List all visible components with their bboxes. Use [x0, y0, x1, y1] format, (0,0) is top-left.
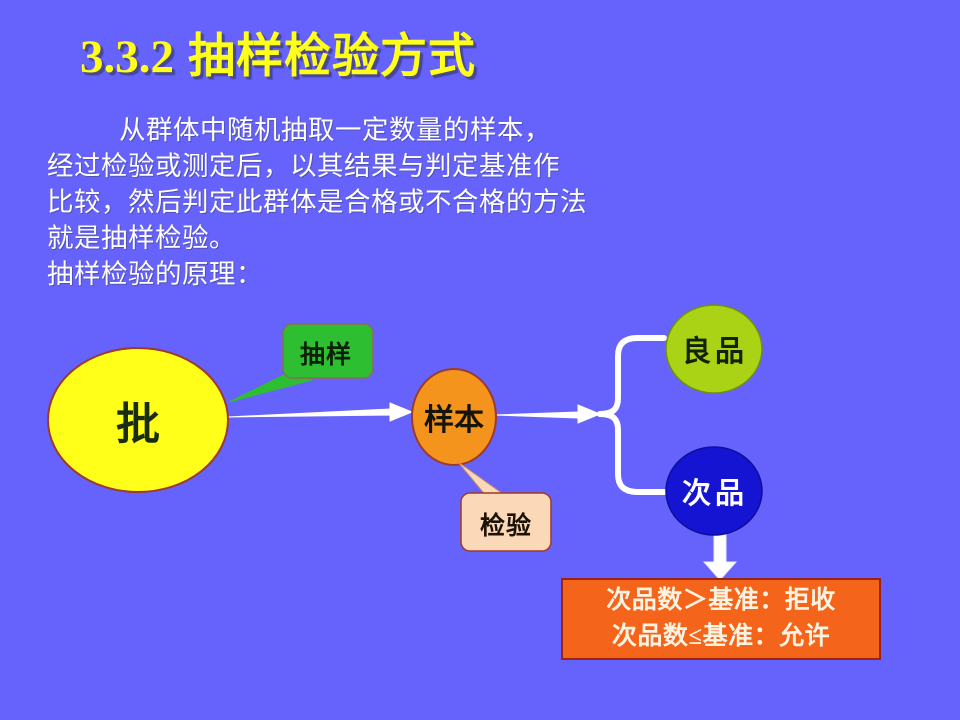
result-criteria-box[interactable]: 次品数＞基准：拒收 次品数≤基准：允许 [561, 578, 881, 660]
body-line-1: 从群体中随机抽取一定数量的样本， [119, 115, 551, 145]
result-line-accept: 次品数≤基准：允许 [611, 623, 831, 650]
connector-batch-to-sample-arrow [227, 402, 414, 422]
node-defect-ellipse[interactable] [665, 446, 763, 536]
body-line-3: 比较，然后判定此群体是合格或不合格的方法 [47, 187, 587, 217]
node-sample-ellipse[interactable] [411, 368, 497, 466]
body-line-4: 就是抽样检验。 [47, 223, 236, 253]
body-paragraph: 从群体中随机抽取一定数量的样本， 经过检验或测定后，以其结果与判定基准作 比较，… [47, 112, 777, 292]
body-line-5: 抽样检验的原理： [47, 259, 263, 289]
body-line-2: 经过检验或测定后，以其结果与判定基准作 [47, 151, 560, 181]
callout-inspection-box[interactable] [460, 492, 552, 552]
result-line-reject: 次品数＞基准：拒收 [606, 587, 836, 614]
connector-sample-to-brace-arrow [493, 404, 602, 424]
title-text: 抽样检验方式 [188, 31, 476, 83]
node-batch-ellipse[interactable] [47, 347, 229, 493]
connector-brace-split [597, 335, 667, 495]
title-number: 3.3.2 [80, 31, 174, 83]
callout-inspection-tail [457, 461, 505, 498]
node-good-ellipse[interactable] [665, 304, 763, 394]
page-title: 3.3.2 抽样检验方式 [80, 31, 476, 84]
callout-sampling-box[interactable] [282, 323, 374, 379]
connector-defect-to-result-arrow [702, 533, 738, 581]
